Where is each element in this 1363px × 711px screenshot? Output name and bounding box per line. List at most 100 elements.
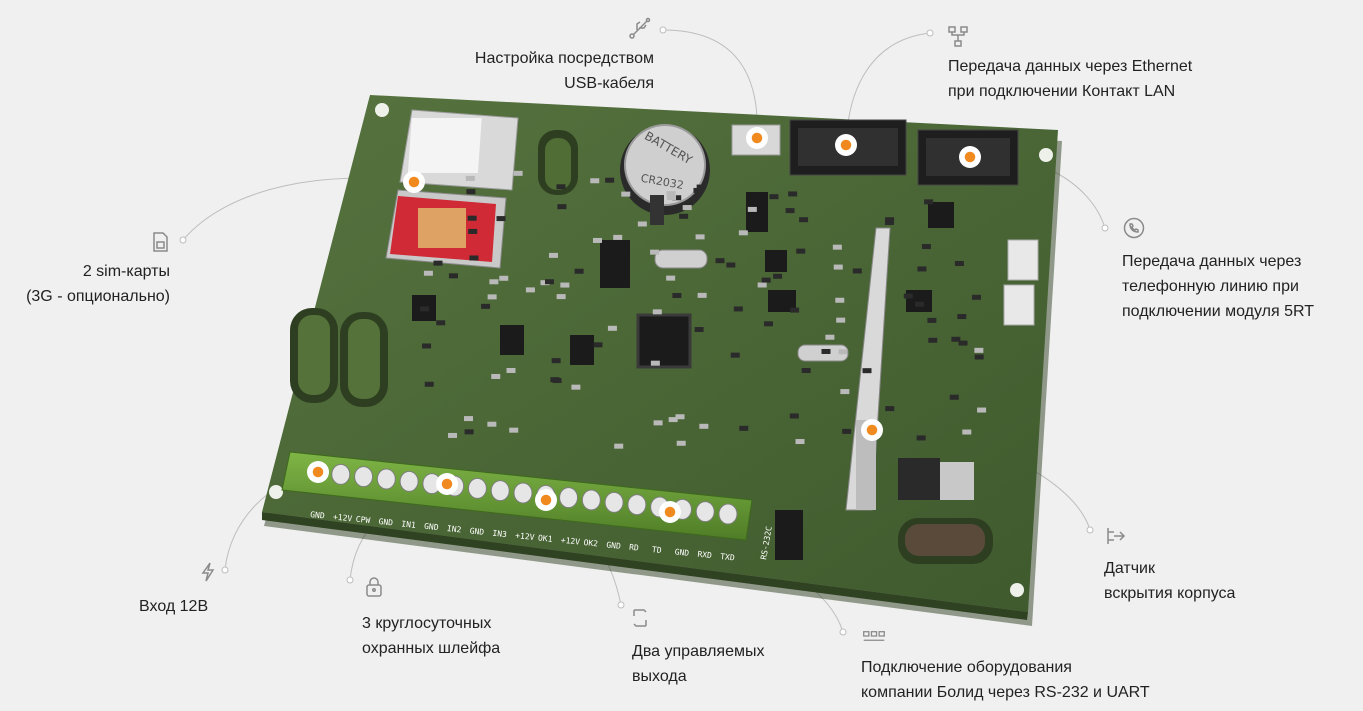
smd-part — [551, 358, 561, 364]
callout-outputs: Два управляемых выхода — [632, 639, 765, 689]
smd-part — [468, 228, 478, 234]
smd-part — [513, 170, 523, 176]
smd-part — [540, 280, 550, 286]
smd-part — [915, 301, 925, 307]
smd-part — [954, 260, 964, 266]
terminal-screw — [354, 466, 374, 488]
smd-part — [650, 360, 660, 366]
smd-part — [917, 266, 927, 272]
smd-part — [757, 282, 767, 288]
smd-part — [801, 368, 811, 374]
smd-part — [556, 294, 566, 300]
capacitor-left-2 — [340, 312, 388, 407]
smd-part — [825, 334, 835, 340]
callout-line: подключении модуля 5RT — [1122, 303, 1315, 320]
xs3-connector — [1007, 239, 1039, 281]
terminal-screw — [695, 501, 715, 523]
smd-part — [821, 348, 831, 354]
smd-part — [448, 432, 458, 438]
smd-part — [699, 423, 709, 429]
callout-line: Подключение оборудования — [861, 659, 1072, 676]
smd-part — [796, 248, 806, 254]
smd-part — [672, 293, 682, 299]
battery-cell — [624, 124, 706, 206]
mount-hole — [1039, 148, 1053, 162]
marker-power — [307, 461, 329, 483]
terminal-label: GND — [606, 540, 621, 550]
capacitor-left-1 — [290, 308, 338, 403]
callout-line: Датчик — [1104, 560, 1155, 577]
smd-part — [715, 258, 725, 264]
callout-ethernet: Передача данных через Ethernet при подкл… — [948, 54, 1192, 104]
network-icon — [948, 26, 968, 47]
rs232-chip — [775, 510, 803, 560]
marker-phone — [959, 146, 981, 168]
smd-part — [962, 429, 972, 435]
smd-part — [788, 191, 798, 197]
smd-part — [650, 249, 660, 255]
smd-part — [499, 275, 509, 281]
callout-line: телефонную линию при — [1122, 278, 1299, 295]
smd-part — [420, 306, 430, 312]
callout-line: 3 круглосуточных — [362, 615, 492, 632]
smd-part — [424, 381, 434, 387]
smd-part — [799, 217, 809, 223]
smd-part — [422, 343, 432, 349]
smd-part — [545, 279, 555, 285]
smd-part — [730, 352, 740, 358]
lightning-icon — [201, 562, 215, 582]
smd-part — [682, 205, 692, 211]
smd-part — [885, 406, 895, 412]
smd-part — [916, 435, 926, 441]
callout-line: компании Болид через RS-232 и UART — [861, 684, 1150, 701]
marker-usb — [746, 127, 768, 149]
terminal-label: IN1 — [401, 519, 416, 529]
terminal-screw — [718, 503, 738, 525]
smd-part — [971, 294, 981, 300]
terminal-label: GND — [378, 517, 393, 527]
marker-ethernet — [835, 134, 857, 156]
callout-line: Передача данных через — [1122, 253, 1302, 270]
smd-part — [835, 297, 845, 303]
callout-line: охранных шлейфа — [362, 640, 501, 657]
smd-part — [668, 417, 678, 423]
marker-rs232 — [659, 501, 681, 523]
feature-markers — [307, 127, 981, 523]
smd-part — [862, 368, 872, 374]
smd-part — [842, 428, 852, 434]
callout-line: USB-кабеля — [564, 75, 654, 92]
smd-part — [903, 293, 913, 299]
smd-part — [697, 292, 707, 298]
smd-part — [773, 273, 783, 279]
smd-part — [481, 303, 491, 309]
smd-part — [974, 347, 984, 353]
terminal-label: +12V — [560, 536, 580, 547]
smd-part — [487, 294, 497, 300]
smd-part — [548, 252, 558, 258]
smd-part — [574, 268, 584, 274]
mount-hole — [269, 485, 283, 499]
callout-line: выхода — [632, 668, 687, 685]
terminal-screw — [627, 494, 647, 516]
smd-part — [696, 184, 706, 190]
smd-part — [738, 230, 748, 236]
smd-part — [693, 187, 703, 193]
smd-part — [489, 279, 499, 285]
smd-part — [676, 440, 686, 446]
smd-part — [607, 325, 617, 331]
terminal-label: GND — [310, 510, 325, 520]
terminal-label: RD — [629, 543, 640, 553]
terminal-label: GND — [469, 526, 484, 536]
marker-outputs — [535, 489, 557, 511]
callout-line: Два управляемых — [632, 643, 765, 660]
smd-part — [924, 199, 934, 205]
smd-part — [666, 191, 676, 197]
terminal-label: IN2 — [446, 524, 461, 534]
terminal-screw — [559, 487, 579, 509]
smd-part — [560, 282, 570, 288]
terminal-screw — [604, 491, 624, 513]
smd-part — [550, 377, 560, 383]
smd-part — [506, 367, 516, 373]
